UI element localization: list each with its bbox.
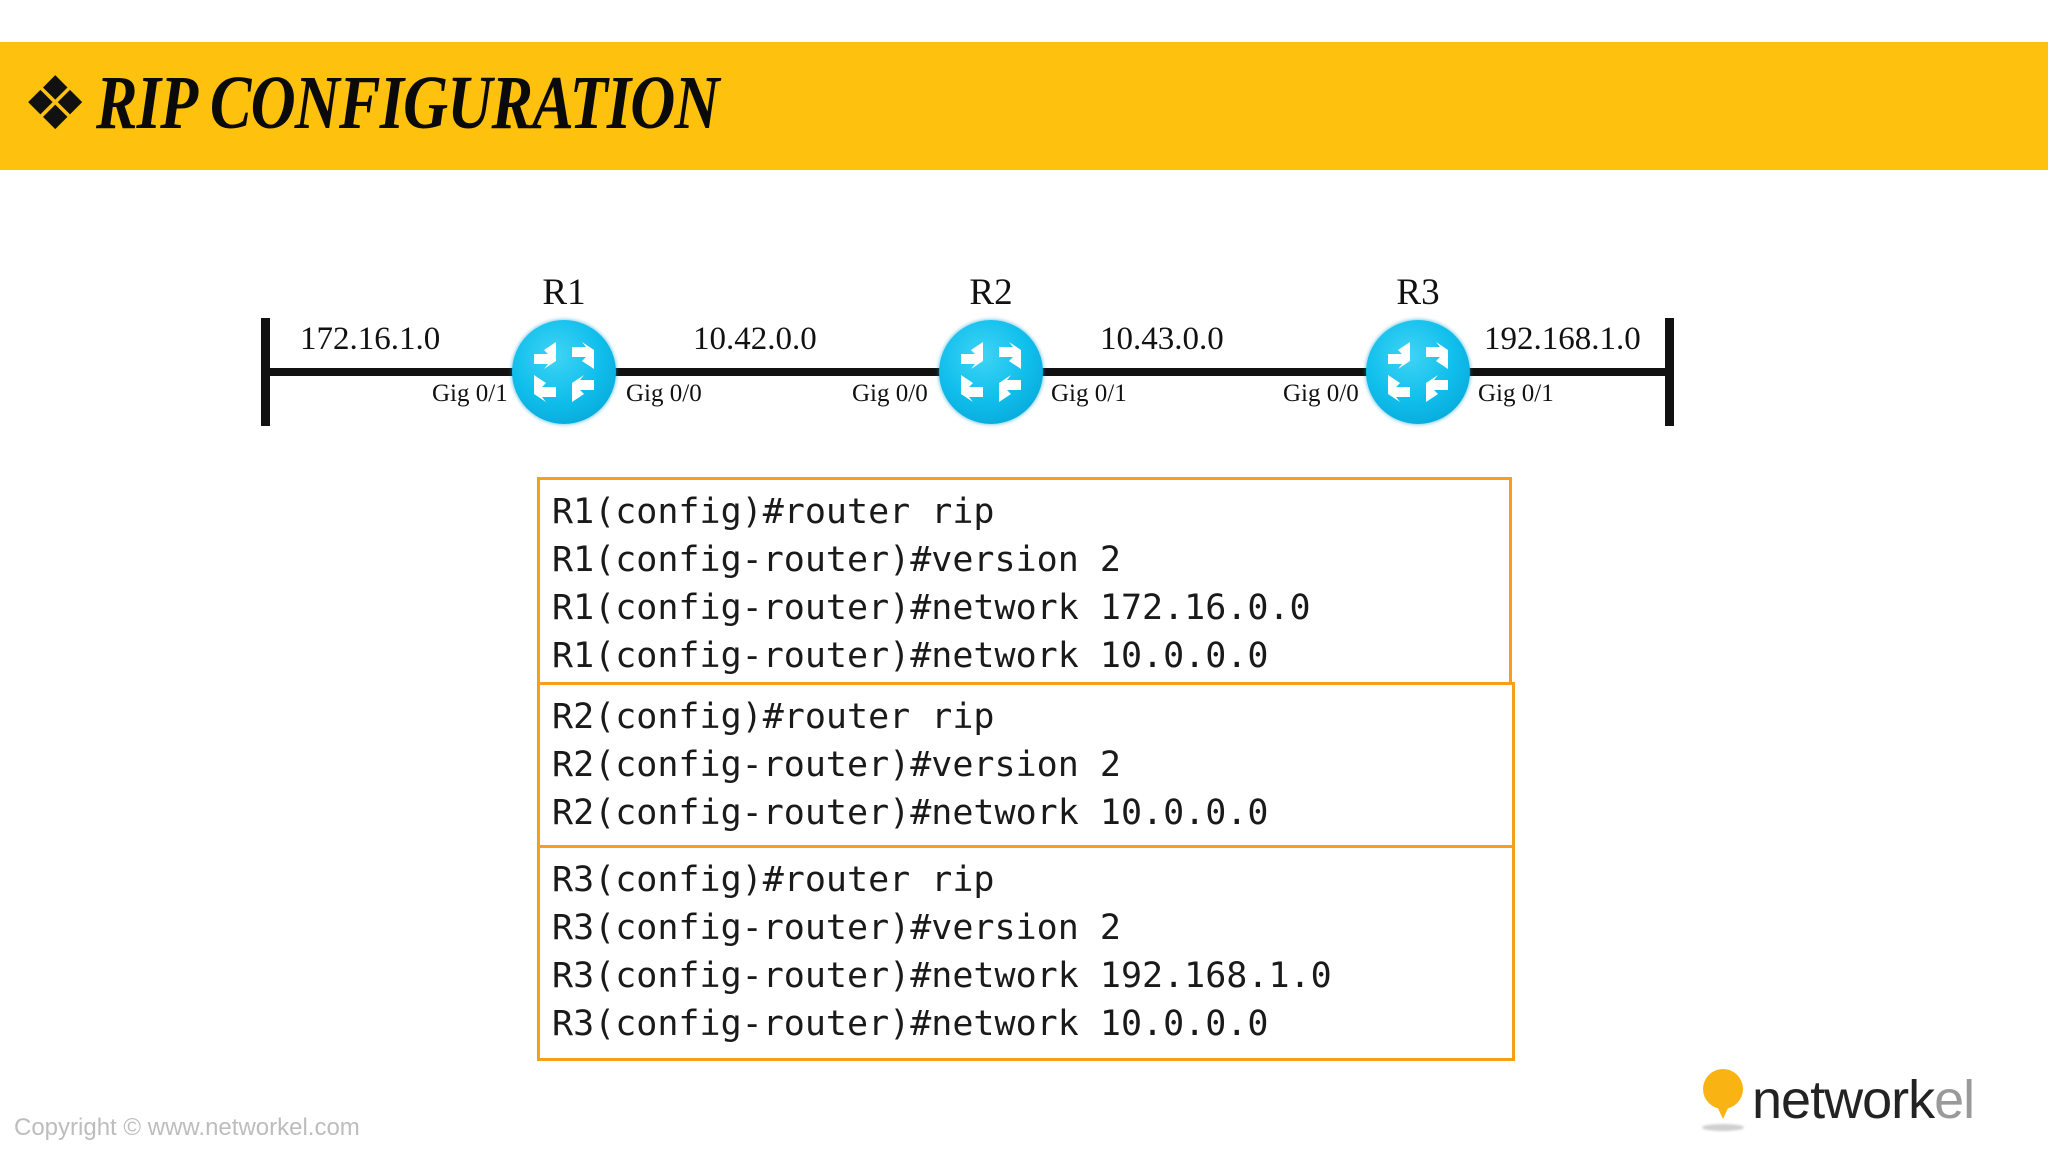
network-label-172-16-1-0: 172.16.1.0 (300, 321, 441, 357)
interface-label-r1-right: Gig 0/0 (626, 380, 702, 407)
networkel-logo: networkel (1700, 1065, 1975, 1135)
interface-label-r2-right: Gig 0/1 (1051, 380, 1127, 407)
config-line: R1(config)#router rip (552, 492, 995, 532)
interface-label-r1-left: Gig 0/1 (432, 380, 508, 407)
link-end-cap-right (1665, 318, 1674, 426)
network-label-10-42-0-0: 10.42.0.0 (693, 321, 817, 357)
config-line: R3(config-router)#network 192.168.1.0 (552, 956, 1332, 996)
interface-label-r3-left: Gig 0/0 (1283, 380, 1359, 407)
title-banner: ❖ RIP CONFIGURATION (0, 42, 2048, 170)
interface-label-r3-right: Gig 0/1 (1478, 380, 1554, 407)
router-node-r1[interactable]: R1 (512, 274, 616, 424)
router-icon (939, 320, 1043, 424)
config-line: R3(config)#router rip (552, 860, 995, 900)
config-line: R2(config-router)#version 2 (552, 745, 1121, 785)
interface-label-r2-left: Gig 0/0 (852, 380, 928, 407)
config-line: R2(config)#router rip (552, 697, 995, 737)
brand-name-primary: network (1752, 1070, 1935, 1130)
router-icon (512, 320, 616, 424)
diamond-bullet-icon: ❖ (22, 61, 89, 147)
network-label-10-43-0-0: 10.43.0.0 (1100, 321, 1224, 357)
page-title: RIP CONFIGURATION (96, 60, 719, 145)
router-node-r3[interactable]: R3 (1366, 274, 1470, 424)
router-label-r3: R3 (1396, 272, 1440, 313)
config-line: R3(config-router)#network 10.0.0.0 (552, 1004, 1269, 1044)
config-line: R1(config-router)#network 172.16.0.0 (552, 588, 1311, 628)
router-icon (1366, 320, 1470, 424)
router-label-r1: R1 (542, 272, 586, 313)
map-pin-icon (1700, 1069, 1746, 1131)
copyright-text: Copyright © www.networkel.com (14, 1114, 360, 1141)
brand-name-secondary: el (1934, 1070, 1975, 1130)
config-box-r1: R1(config)#router rip R1(config-router)#… (537, 477, 1512, 693)
config-line: R3(config-router)#version 2 (552, 908, 1121, 948)
link-end-cap-left (261, 318, 270, 426)
config-line: R2(config-router)#network 10.0.0.0 (552, 793, 1269, 833)
config-line: R1(config-router)#version 2 (552, 540, 1121, 580)
router-label-r2: R2 (969, 272, 1013, 313)
router-node-r2[interactable]: R2 (939, 274, 1043, 424)
network-label-192-168-1-0: 192.168.1.0 (1484, 321, 1641, 357)
config-box-r2: R2(config)#router rip R2(config-router)#… (537, 682, 1515, 850)
config-box-r3: R3(config)#router rip R3(config-router)#… (537, 845, 1515, 1061)
config-line: R1(config-router)#network 10.0.0.0 (552, 636, 1269, 676)
